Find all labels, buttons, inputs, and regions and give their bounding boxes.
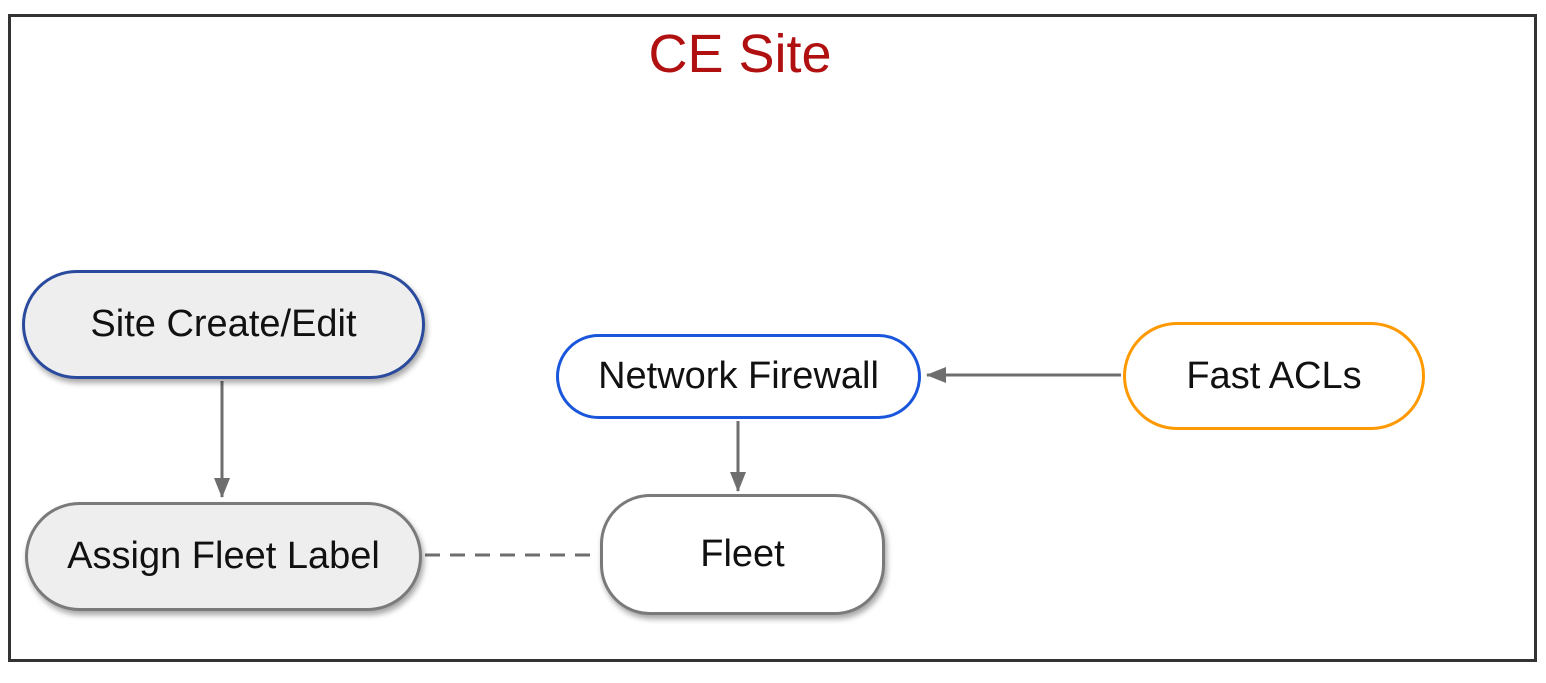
node-network-firewall-label: Network Firewall bbox=[598, 355, 879, 397]
node-assign-fleet-label: Assign Fleet Label bbox=[25, 502, 422, 611]
diagram-title: CE Site bbox=[648, 24, 832, 84]
node-network-firewall: Network Firewall bbox=[556, 334, 921, 419]
node-site-create-edit: Site Create/Edit bbox=[22, 270, 425, 379]
node-site-create-edit-label: Site Create/Edit bbox=[90, 303, 357, 345]
node-fast-acls-label: Fast ACLs bbox=[1186, 354, 1362, 397]
node-fast-acls: Fast ACLs bbox=[1123, 322, 1425, 430]
node-fleet-label: Fleet bbox=[700, 533, 785, 575]
node-fleet: Fleet bbox=[600, 494, 885, 615]
node-assign-fleet-label-label: Assign Fleet Label bbox=[67, 535, 380, 577]
